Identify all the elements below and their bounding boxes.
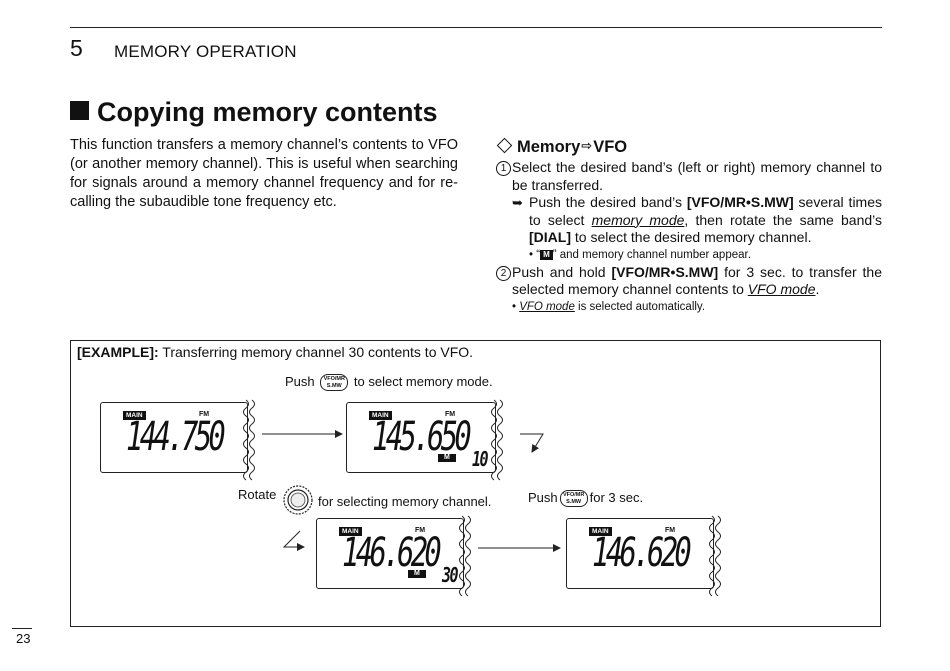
- frequency-readout: 144.750: [126, 414, 226, 460]
- fm-tag: FM: [445, 411, 456, 418]
- example-label: [EXAMPLE]: Transferring memory channel 3…: [77, 344, 473, 360]
- memory-mode-term: memory mode: [591, 211, 685, 228]
- page-rule: [12, 628, 32, 629]
- page-number: 23: [16, 631, 31, 646]
- intro-line: This function transfers a memory channel…: [70, 137, 458, 153]
- fm-tag: FM: [415, 527, 426, 534]
- example-box: [70, 340, 881, 627]
- lcd-display: MAIN FM 144.750: [100, 402, 248, 473]
- vfo-mode-term: VFO mode: [747, 281, 816, 297]
- text: to select: [529, 211, 592, 228]
- section-title: Copying memory contents: [70, 97, 438, 128]
- caption-rotate: Rotate: [238, 487, 276, 502]
- text: Push the desired band’s: [529, 194, 687, 210]
- lcd-display: MAIN FM 146.620: [566, 518, 714, 589]
- substep-line-1: Push the desired band’s [VFO/MR•S.MW] se…: [529, 194, 882, 212]
- channel-number: 10: [472, 447, 489, 471]
- frequency-readout: 145.650: [372, 414, 472, 460]
- memory-badge-icon: M: [408, 570, 426, 578]
- step-1: 1 Select the desired band’s (left or rig…: [496, 159, 882, 194]
- intro-line: calling the subaudible tone frequency et…: [70, 194, 337, 210]
- text: •: [512, 300, 520, 313]
- text: to select the desired memory channel.: [571, 229, 812, 245]
- main-tag: MAIN: [589, 527, 612, 536]
- vfo-mode-term: VFO mode: [519, 300, 575, 313]
- step-2: 2 Push and hold [VFO/MR•S.MW] for 3 sec.…: [496, 264, 882, 299]
- step-2-line-1: Push and hold [VFO/MR•S.MW] for 3 sec. t…: [512, 264, 882, 282]
- step-1-substep: ➥ Push the desired band’s [VFO/MR•S.MW] …: [496, 194, 882, 247]
- key-top-label: VFO/MR: [323, 376, 345, 383]
- step-2-line-2: selected memory channel contents to VFO …: [512, 281, 882, 299]
- caption-text: Push: [528, 490, 558, 505]
- step-number-2: 2: [496, 265, 511, 281]
- main-tag: MAIN: [369, 411, 392, 420]
- substep-line-2: to select memory mode, then rotate the s…: [529, 212, 882, 230]
- example-label-bold: [EXAMPLE]:: [77, 344, 159, 360]
- example-label-text: Transferring memory channel 30 contents …: [158, 344, 474, 360]
- step-number-1: 1: [496, 161, 511, 176]
- section-title-text: Copying memory contents: [97, 97, 438, 127]
- diamond-icon: [496, 137, 513, 154]
- key-name: [DIAL]: [529, 229, 571, 245]
- key-bottom-label: S.MW: [566, 498, 582, 505]
- caption-rotate-tail: for selecting memory channel.: [318, 494, 491, 509]
- steps-list: 1 Select the desired band’s (left or rig…: [496, 159, 882, 316]
- caption-text: for 3 sec.: [589, 490, 644, 505]
- key-name: [VFO/MR•S.MW]: [686, 194, 794, 210]
- dial-knob-icon: [283, 485, 313, 515]
- top-rule: [70, 27, 882, 28]
- text: several times: [793, 194, 882, 210]
- step-2-note: • VFO mode is selected automatically.: [496, 299, 882, 316]
- text: selected memory channel contents to: [512, 281, 748, 297]
- caption-text: Rotate: [238, 487, 277, 502]
- double-arrow-icon: ⇨: [581, 138, 593, 153]
- channel-number: 30: [442, 563, 459, 587]
- text: is selected automatically.: [574, 300, 706, 313]
- caption-text: Push: [285, 374, 315, 389]
- intro-line: for signals around a memory channel freq…: [70, 175, 458, 191]
- chapter-title: MEMORY OPERATION: [114, 42, 297, 61]
- caption-text: to select memory mode.: [353, 374, 493, 389]
- frequency-readout: 146.620: [592, 530, 692, 576]
- caption-text: for selecting memory channel.: [318, 494, 492, 509]
- key-name: [VFO/MR•S.MW]: [611, 263, 719, 280]
- main-tag: MAIN: [339, 527, 362, 536]
- chapter-number: 5: [70, 35, 83, 61]
- subsection-title-right: VFO: [593, 138, 628, 156]
- step-1-note: • “M” and memory channel number appear.: [496, 247, 882, 264]
- main-tag: MAIN: [123, 411, 146, 420]
- memory-badge-icon: M: [438, 454, 456, 462]
- text: Push and hold: [512, 263, 612, 280]
- text: , then rotate the same band’s: [684, 211, 883, 228]
- fm-tag: FM: [665, 527, 676, 534]
- text: ” and memory channel number appear.: [552, 248, 751, 261]
- arrow-bullet-icon: ➥: [512, 195, 523, 210]
- intro-line: (or another memory channel). This is use…: [70, 156, 458, 172]
- key-bottom-label: S.MW: [326, 382, 342, 389]
- subsection-title-left: Memory: [517, 138, 581, 156]
- text: • “: [529, 248, 541, 261]
- subsection-title: Memory⇨VFO: [496, 137, 628, 157]
- substep-line-3: [DIAL] to select the desired memory chan…: [529, 229, 882, 247]
- step-1-line-1: Select the desired band’s (left or right…: [512, 159, 882, 175]
- intro-paragraph: This function transfers a memory channel…: [70, 136, 458, 212]
- key-top-label: VFO/MR: [562, 492, 585, 499]
- fm-tag: FM: [199, 411, 210, 418]
- frequency-readout: 146.620: [342, 530, 442, 576]
- lcd-display: MAIN FM 146.620 M 30: [316, 518, 464, 589]
- lcd-display: MAIN FM 145.650 M 10: [346, 402, 496, 473]
- text: for 3 sec. to transfer the: [718, 263, 882, 280]
- square-bullet-icon: [70, 101, 89, 120]
- text: .: [815, 281, 820, 297]
- step-1-line-2: be transferred.: [512, 176, 604, 193]
- memory-badge-icon: M: [540, 249, 553, 260]
